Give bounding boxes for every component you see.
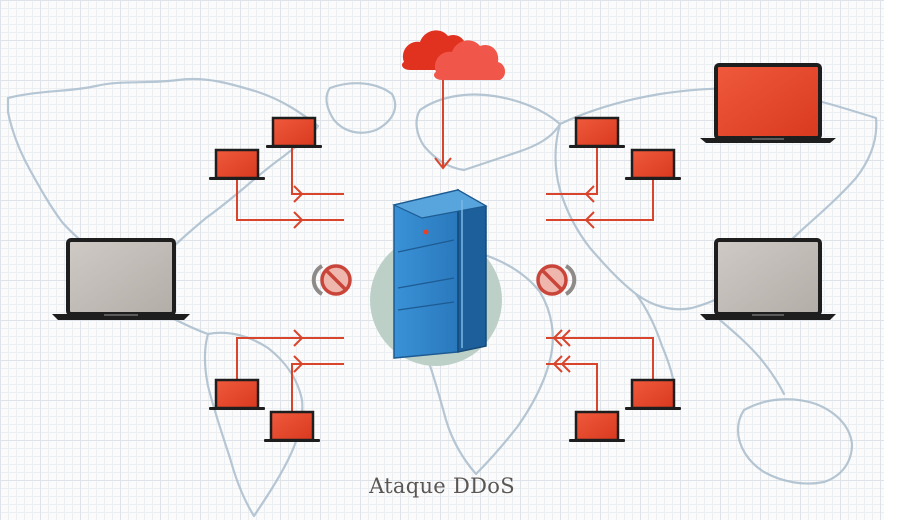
map-australia	[736, 398, 854, 485]
ddos-diagram	[6, 30, 878, 518]
diagram-caption: Ataque DDoS	[369, 474, 515, 498]
laptop-icon	[700, 238, 836, 320]
laptop-icon	[209, 378, 265, 410]
laptop-icon	[266, 116, 322, 148]
map-south-america	[203, 331, 304, 518]
laptop-icon	[264, 410, 320, 442]
world-map	[6, 77, 878, 518]
attack-links-bottom-right	[546, 329, 654, 412]
map-north-america	[6, 77, 320, 288]
map-europe	[415, 93, 562, 172]
cloud-icon	[402, 30, 506, 80]
page-margin	[884, 0, 920, 520]
laptop-icon	[569, 410, 625, 442]
no-entry-icon	[536, 264, 577, 296]
laptop-icon	[625, 378, 681, 410]
map-southeast-asia	[718, 318, 786, 396]
server-icon	[392, 188, 488, 359]
attack-links-bottom-left	[236, 329, 344, 412]
cloud-link	[434, 80, 452, 170]
map-india	[634, 292, 676, 386]
laptop-icon	[700, 63, 836, 143]
attack-links-top-right	[546, 146, 654, 229]
map-greenland	[325, 82, 397, 134]
laptop-icon	[569, 116, 625, 148]
laptop-icon	[209, 148, 265, 180]
laptop-icon	[52, 238, 190, 320]
laptop-icon	[625, 148, 681, 180]
no-entry-icon	[311, 264, 352, 296]
attack-links-top-left	[236, 146, 344, 229]
